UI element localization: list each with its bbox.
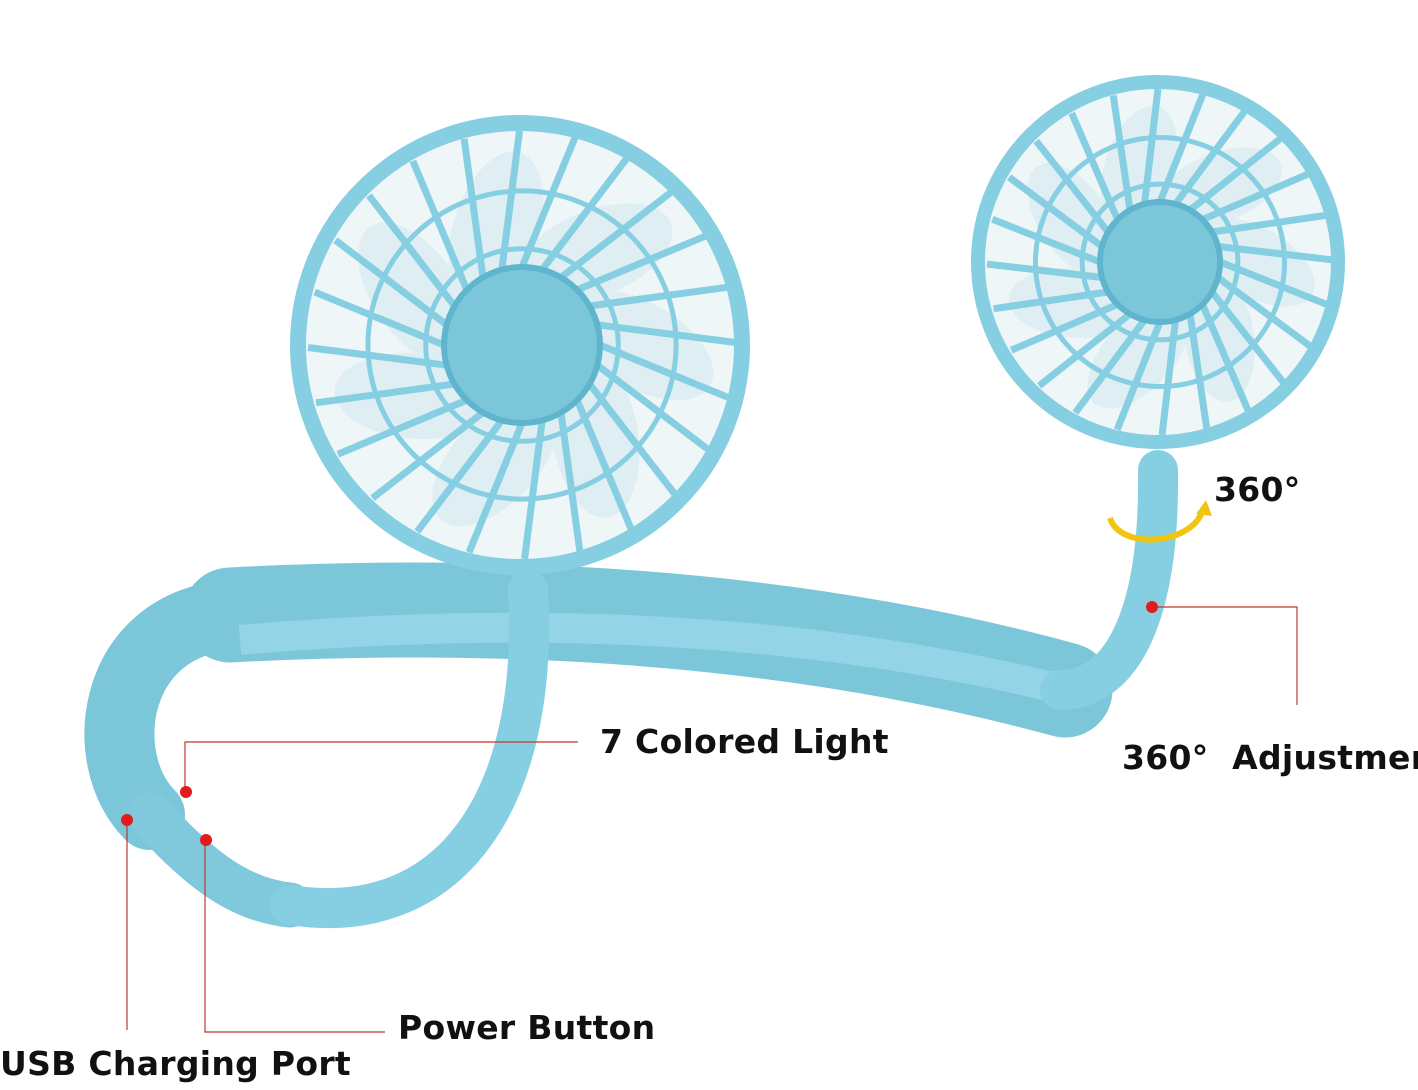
fan-guard-ring [1079,181,1241,343]
fan-guard-spoke [558,189,674,281]
power-button-label: Power Button [398,1008,656,1047]
rotation-label: 360° [1214,470,1301,509]
usb-port-dot [121,814,133,826]
fan-guard-spoke [521,419,546,560]
left-fan [290,115,750,575]
fan-blade [1027,163,1122,279]
fan-blade [566,289,714,401]
fan-guard-spoke [465,421,526,554]
fan-guard-spoke [575,232,708,294]
adjustment-dot [1146,601,1158,613]
adjustment-label: 360° Adjustment [1122,738,1418,777]
colored-light-dot [180,786,192,798]
fan-guard-spoke [370,409,486,501]
fan-guard-spoke [518,136,579,269]
fan-guard-spoke [307,344,448,369]
colored-light-label: 7 Colored Light [600,722,889,761]
fan-guard-spoke [557,412,584,552]
rotation-arrow-icon [1107,510,1205,543]
fan-guard-spoke [313,288,446,349]
fan-guard-spoke [589,283,729,310]
fan-guard-spoke [460,138,487,278]
fan-guard-spoke [586,381,678,497]
fan-guard-spoke [498,130,523,271]
fan-guard-spoke [414,418,505,534]
right-fan [971,75,1345,449]
fan-guard-spoke [595,362,711,453]
fan-blade [1087,301,1191,409]
fan-hub [1097,199,1223,325]
callout-lines [126,606,1298,1033]
power-button-dot [200,834,212,846]
fan-blade [432,393,560,527]
fan-guard-spoke [598,341,731,402]
fan-guard-spoke [366,193,458,309]
fan-guard-spoke [539,156,630,272]
fan-guard-spoke [409,159,471,292]
callout-dots [121,601,1158,846]
fan-guard-spoke [573,398,635,531]
fan-guard-ring [365,188,679,502]
fan-hub [441,264,603,426]
fan-guard-ring [1032,134,1288,390]
fan-guard-spoke [596,321,737,346]
fan-guard-ring [423,246,621,444]
arrow-head-icon [1196,500,1212,516]
fan-guard-spoke [333,237,449,328]
fan-guard-spoke [336,396,469,458]
fan-guard-spoke [315,380,455,407]
neck-band [84,450,1179,929]
usb-port-label: USB Charging Port [0,1044,352,1083]
